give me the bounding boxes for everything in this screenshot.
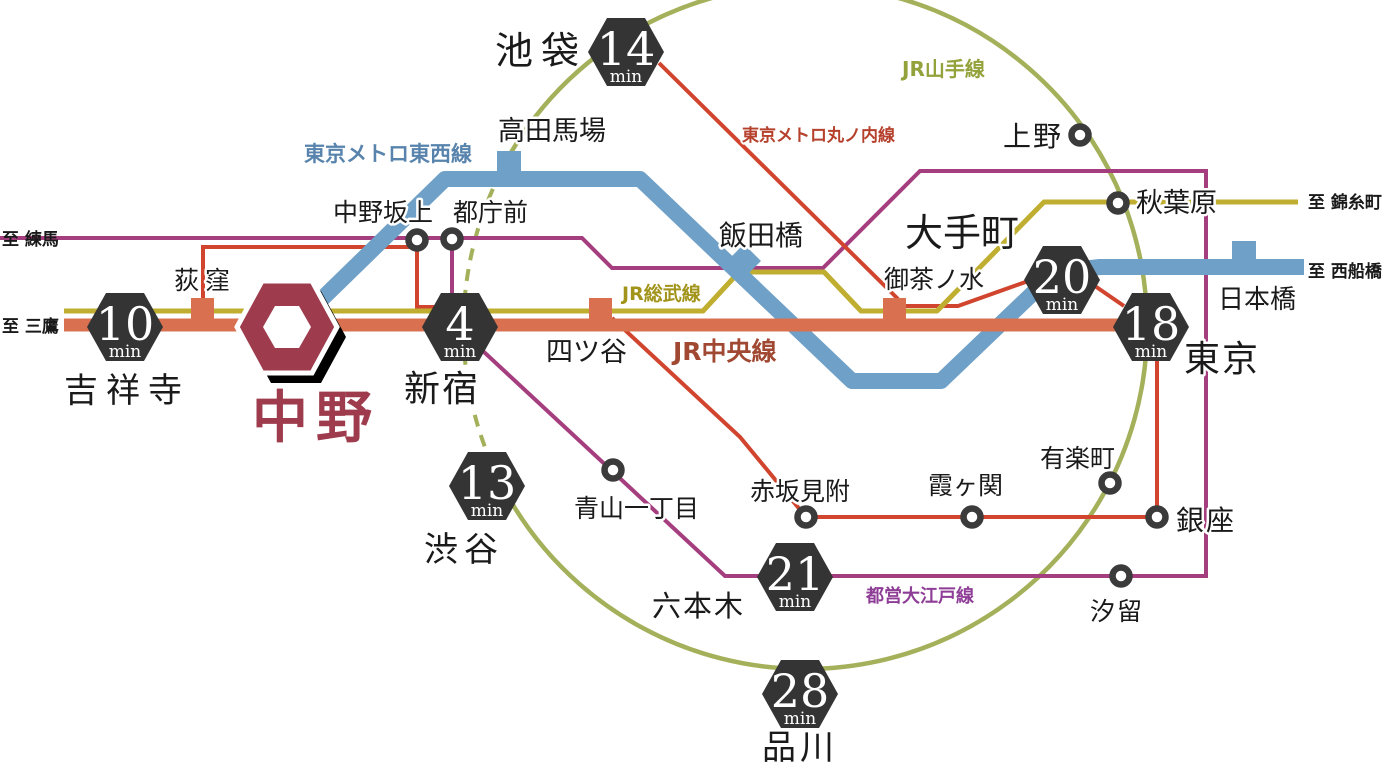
- shinagawa-label: 品川: [762, 728, 838, 768]
- marunouchi-line-ikebukuro-diagonal: [657, 61, 900, 301]
- badge-tokyo: 18 min: [1113, 293, 1189, 362]
- chuo-line-label: JR中央線: [671, 337, 777, 366]
- badge-kichijoji: 10 min: [87, 293, 163, 362]
- ogikubo-station-marker: [191, 298, 214, 319]
- badge-shinagawa-minutes: 28: [771, 664, 830, 718]
- tochomae-station-marker: [440, 227, 464, 251]
- akasakamitsuke-station-marker: [794, 505, 818, 529]
- badge-ikebukuro: 14 min: [588, 18, 664, 87]
- badge-otemachi-unit: min: [1046, 295, 1079, 315]
- nakanosakaue-label: 中野坂上: [333, 198, 433, 227]
- shinjuku-label: 新宿: [404, 369, 480, 410]
- badge-roppongi-unit: min: [779, 592, 812, 612]
- takadanobaba-label: 高田馬場: [498, 116, 606, 147]
- iidabashi-station-marker: [727, 244, 761, 278]
- ueno-station-marker: [1068, 123, 1092, 147]
- yotsuya-label: 四ツ谷: [546, 337, 627, 368]
- badge-ikebukuro-unit: min: [610, 67, 643, 87]
- ogikubo-label: 荻窪: [174, 266, 236, 295]
- badge-tokyo-unit: min: [1135, 342, 1168, 362]
- badge-shinjuku-minutes: 4: [445, 297, 474, 351]
- ochanomizu-label: 御茶ノ水: [884, 265, 984, 294]
- nakano-station-symbol: [234, 278, 346, 383]
- badge-otemachi-minutes: 20: [1033, 250, 1092, 304]
- badge-shinjuku: 4 min: [422, 293, 498, 362]
- aoyama-itchome-label: 青山一丁目: [574, 494, 699, 523]
- badge-shinjuku-unit: min: [444, 342, 477, 362]
- kasumigaseki-station-marker: [960, 505, 984, 529]
- marunouchi-line-otemachi-tokyo-link: [1090, 282, 1126, 308]
- badge-roppongi-minutes: 21: [766, 547, 825, 601]
- to-nishifunabashi-label: 至 西船橋: [1308, 261, 1383, 282]
- otemachi-label: 大手町: [905, 211, 1019, 255]
- akihabara-station-marker: [1106, 191, 1130, 215]
- ueno-label: 上野: [1003, 120, 1063, 153]
- nakano-title: 中野: [252, 385, 380, 451]
- yamanote-line-label: JR山手線: [900, 57, 985, 81]
- sobu-line: [64, 199, 1298, 314]
- badge-shibuya-minutes: 13: [458, 456, 517, 510]
- ikebukuro-label: 池袋: [495, 29, 587, 73]
- badge-roppongi: 21 min: [757, 543, 833, 612]
- sobu-line-label: JR総武線: [620, 282, 701, 305]
- nakano-hexagon-hole: [263, 306, 311, 348]
- shibuya-label: 渋谷: [424, 530, 504, 570]
- nihonbashi-label: 日本橋: [1218, 285, 1296, 315]
- yurakucho-label: 有楽町: [1040, 444, 1115, 473]
- badge-kichijoji-unit: min: [109, 342, 142, 362]
- tochomae-label: 都庁前: [453, 198, 528, 227]
- badge-otemachi: 20 min: [1024, 246, 1100, 315]
- marunouchi-line-label: 東京メトロ丸ノ内線: [742, 125, 895, 146]
- nakanosakaue-station-marker: [405, 228, 429, 252]
- badge-shinagawa-unit: min: [784, 709, 817, 729]
- shiodome-label: 汐留: [1090, 597, 1144, 626]
- akihabara-label: 秋葉原: [1136, 188, 1217, 219]
- badge-tokyo-minutes: 18: [1122, 297, 1181, 351]
- yotsuya-station-marker: [589, 298, 612, 319]
- badge-ikebukuro-minutes: 14: [597, 22, 656, 76]
- tozai-line-label: 東京メトロ東西線: [304, 142, 472, 166]
- akasakamitsuke-label: 赤坂見附: [750, 477, 850, 506]
- shiodome-station-marker: [1109, 564, 1133, 588]
- to-nerima-label: 至 練馬: [2, 229, 59, 250]
- tokyo-label: 東京: [1184, 339, 1260, 380]
- kasumigaseki-label: 霞ヶ関: [928, 471, 1003, 500]
- oedo-line-label: 都営大江戸線: [865, 585, 974, 607]
- aoyama-itchome-station-marker: [601, 458, 625, 482]
- to-mitaka-label: 至 三鷹: [2, 316, 59, 337]
- badge-shibuya-unit: min: [471, 501, 504, 521]
- marunouchi-line-otemachi-link: [906, 277, 1035, 308]
- badge-shinagawa: 28 min: [762, 660, 838, 729]
- nihonbashi-station-marker: [1232, 241, 1256, 261]
- to-kinshicho-label: 至 錦糸町: [1308, 192, 1382, 213]
- kichijoji-label: 吉祥寺: [64, 371, 190, 411]
- ginza-label: 銀座: [1176, 504, 1236, 537]
- badge-shibuya: 13 min: [449, 452, 525, 521]
- badge-kichijoji-minutes: 10: [96, 297, 155, 351]
- roppongi-label: 六本木: [652, 589, 745, 623]
- iidabashi-label: 飯田橋: [719, 219, 803, 252]
- ochanomizu-station-marker: [883, 298, 906, 319]
- takadanobaba-station-marker: [497, 151, 521, 171]
- yurakucho-station-marker: [1098, 471, 1122, 495]
- ginza-station-marker: [1145, 505, 1169, 529]
